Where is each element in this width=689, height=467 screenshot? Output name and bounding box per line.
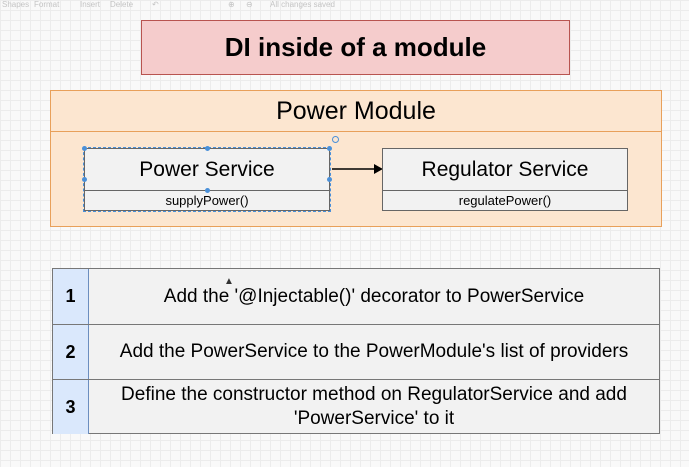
step-number: 1 bbox=[53, 269, 89, 324]
zoom-out-icon[interactable]: ⊖ bbox=[246, 0, 253, 9]
steps-table[interactable]: 1 Add the '@Injectable()' decorator to P… bbox=[52, 268, 660, 434]
undo-icon[interactable]: ↶ bbox=[152, 0, 159, 9]
step-row[interactable]: 3 Define the constructor method on Regul… bbox=[53, 379, 659, 434]
resize-handle[interactable] bbox=[327, 146, 332, 151]
toolbar: Shapes Format Insert Delete ↶ ⊕ ⊖ All ch… bbox=[0, 0, 689, 12]
step-row[interactable]: 1 Add the '@Injectable()' decorator to P… bbox=[53, 269, 659, 324]
rotate-handle-icon[interactable] bbox=[332, 136, 339, 143]
toolbar-format[interactable]: Format bbox=[34, 0, 60, 9]
regulator-service-name: Regulator Service bbox=[383, 149, 627, 191]
arrow-icon bbox=[332, 164, 383, 174]
step-text: Define the constructor method on Regulat… bbox=[121, 384, 627, 429]
diagram-title[interactable]: DI inside of a module bbox=[141, 20, 570, 75]
save-status: All changes saved bbox=[270, 0, 335, 9]
step-text: Add the '@Injectable()' decorator to Pow… bbox=[163, 285, 585, 307]
resize-handle[interactable] bbox=[327, 177, 332, 182]
toolbar-insert[interactable]: Insert bbox=[80, 0, 101, 9]
power-service-name: Power Service bbox=[85, 149, 329, 191]
step-row[interactable]: 2 Add the PowerService to the PowerModul… bbox=[53, 324, 659, 379]
resize-handle[interactable] bbox=[82, 177, 87, 182]
toolbar-delete[interactable]: Delete bbox=[110, 0, 134, 9]
mouse-cursor-icon: ▲ bbox=[224, 276, 234, 287]
diagram-title-text: DI inside of a module bbox=[224, 32, 487, 62]
power-service-class[interactable]: Power Service supplyPower() bbox=[82, 146, 332, 212]
zoom-in-icon[interactable]: ⊕ bbox=[228, 0, 235, 9]
step-number: 3 bbox=[53, 380, 89, 434]
resize-handle[interactable] bbox=[205, 146, 210, 151]
power-service-method: supplyPower() bbox=[165, 192, 249, 208]
step-text: Add the PowerService to the PowerModule'… bbox=[119, 341, 629, 362]
regulator-service-method: regulatePower() bbox=[458, 192, 552, 208]
resize-handle[interactable] bbox=[82, 146, 87, 151]
step-number: 2 bbox=[53, 325, 89, 379]
power-module[interactable]: Power Module Power Service supplyPower()… bbox=[50, 90, 662, 227]
resize-handle[interactable] bbox=[205, 188, 210, 193]
module-title: Power Module bbox=[51, 91, 661, 132]
regulator-service-class[interactable]: Regulator Service regulatePower() bbox=[382, 148, 628, 211]
toolbar-shapes[interactable]: Shapes bbox=[2, 0, 30, 9]
